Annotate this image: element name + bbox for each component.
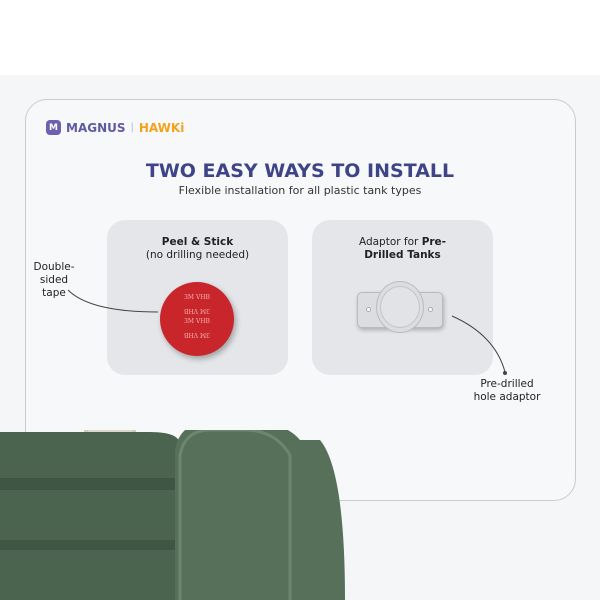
page-title: TWO EASY WAYS TO INSTALL	[145, 160, 455, 182]
screw-hole-icon	[366, 307, 371, 312]
product-name: HAWKi	[138, 120, 185, 135]
peel-stick-title: Peel & Stick	[161, 236, 234, 248]
screw-hole-icon	[428, 307, 433, 312]
tape-print: 3M VHB	[184, 294, 210, 301]
brand-name: MAGNUS	[66, 120, 126, 135]
adaptor-center	[380, 286, 420, 328]
peel-stick-subtitle: (no drilling needed)	[145, 249, 250, 261]
adaptor-panel: Adaptor for Pre-Drilled Tanks	[312, 220, 493, 375]
page-subtitle: Flexible installation for all plastic ta…	[178, 184, 422, 197]
tape-print: 3M VHB	[184, 318, 210, 325]
adaptor-title: Adaptor for	[358, 236, 422, 248]
brand-separator: |	[130, 122, 134, 133]
adaptor-title-bold: Pre-	[421, 236, 447, 248]
adaptor-title-bold-2: Drilled Tanks	[364, 249, 441, 261]
adhesive-tape-image: 3M VHB 3M VHB 3M VHB 3M VHB	[160, 282, 234, 356]
brand-logo: M MAGNUS | HAWKi	[46, 120, 184, 135]
magnus-logo-icon: M	[46, 120, 61, 135]
water-tank-image	[0, 430, 345, 600]
